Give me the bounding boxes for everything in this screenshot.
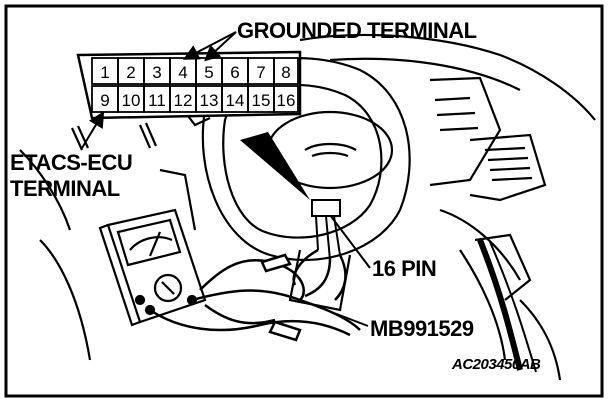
etacs-ecu-label: ETACS-ECU	[10, 150, 133, 175]
etacs-leader	[81, 111, 105, 149]
connector-pin-9: 9	[100, 91, 109, 110]
grounded-leader-5	[204, 31, 237, 62]
connector-pin-7: 7	[256, 63, 265, 82]
pin16-label: 16 PIN	[372, 256, 437, 281]
connector-pin-8: 8	[281, 63, 290, 82]
connector-pin-6: 6	[230, 63, 239, 82]
grounded-terminal-label: GROUNDED TERMINAL	[237, 18, 477, 43]
connector-pin-14: 14	[226, 91, 245, 110]
connector-pin-12: 12	[174, 91, 193, 110]
connector-pin-4: 4	[178, 63, 187, 82]
connector-pin-5: 5	[204, 63, 213, 82]
connector-pin-10: 10	[122, 91, 141, 110]
connector-pin-1: 1	[100, 63, 109, 82]
connector-pin-3: 3	[152, 63, 161, 82]
connector-pin-13: 13	[200, 91, 219, 110]
connector-pin-15: 15	[252, 91, 271, 110]
tool-label: MB991529	[370, 316, 474, 341]
figure-id-label: AC203450AB	[452, 356, 541, 373]
pin16-leader	[329, 214, 371, 269]
grounded-leader-4	[182, 31, 237, 60]
multimeter-icon	[98, 208, 207, 327]
dashboard-illustration	[19, 33, 596, 381]
figure-frame	[4, 4, 604, 398]
connector-pin-11: 11	[148, 91, 166, 110]
adapter-16pin	[311, 199, 341, 261]
test-leads	[149, 248, 361, 342]
connector-pin-2: 2	[126, 63, 135, 82]
etacs-terminal-label: TERMINAL	[10, 176, 120, 201]
connector-pin-16: 16	[277, 91, 296, 110]
